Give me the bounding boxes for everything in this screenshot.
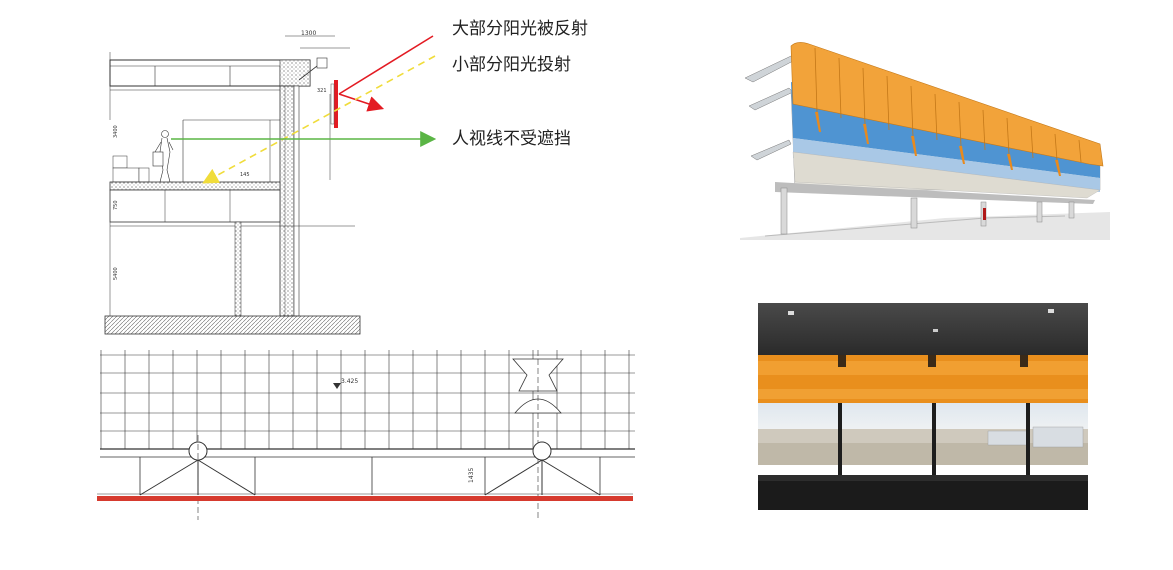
- dim-slab: 750: [113, 200, 119, 210]
- label-sightline: 人视线不受遮挡: [452, 129, 571, 149]
- building-section-drawing: 1300 321 3400 145 750 5400: [104, 30, 437, 335]
- bracket-left: [139, 435, 256, 520]
- level-marker: 3.425: [333, 378, 358, 389]
- bracket-right: [484, 441, 601, 496]
- transmitted-sun-ray: [202, 55, 436, 184]
- sunshade-louver: [334, 80, 338, 128]
- dim-canopy: 321: [317, 88, 327, 94]
- dim-floor: 145: [240, 172, 250, 178]
- orange-louver-canopy: [790, 42, 1104, 167]
- louver-fin-detail: [512, 350, 564, 520]
- floor-slab: [109, 181, 281, 191]
- reflected-sun-ray: [338, 35, 434, 95]
- person-figure: [152, 130, 174, 183]
- corridor-3d-rendering: [740, 42, 1110, 240]
- label-transmitted: 小部分阳光投射: [452, 55, 571, 75]
- dim-top-width: 1300: [301, 30, 316, 37]
- ground-line: [97, 496, 633, 501]
- reflected-ray-arrow: [338, 93, 385, 112]
- plan-note: 3.425: [341, 378, 358, 385]
- dim-plan-height: 1435: [468, 468, 475, 483]
- label-reflected: 大部分阳光被反射: [452, 19, 588, 39]
- interior-photo: [758, 303, 1088, 510]
- dim-upper: 3400: [113, 125, 119, 138]
- dim-lower: 5400: [113, 267, 119, 280]
- roof-slab: [109, 59, 311, 87]
- facade-column: [279, 85, 295, 317]
- facade-elevation-drawing: 3.425 1435: [97, 350, 635, 520]
- ground-slab: [104, 315, 361, 335]
